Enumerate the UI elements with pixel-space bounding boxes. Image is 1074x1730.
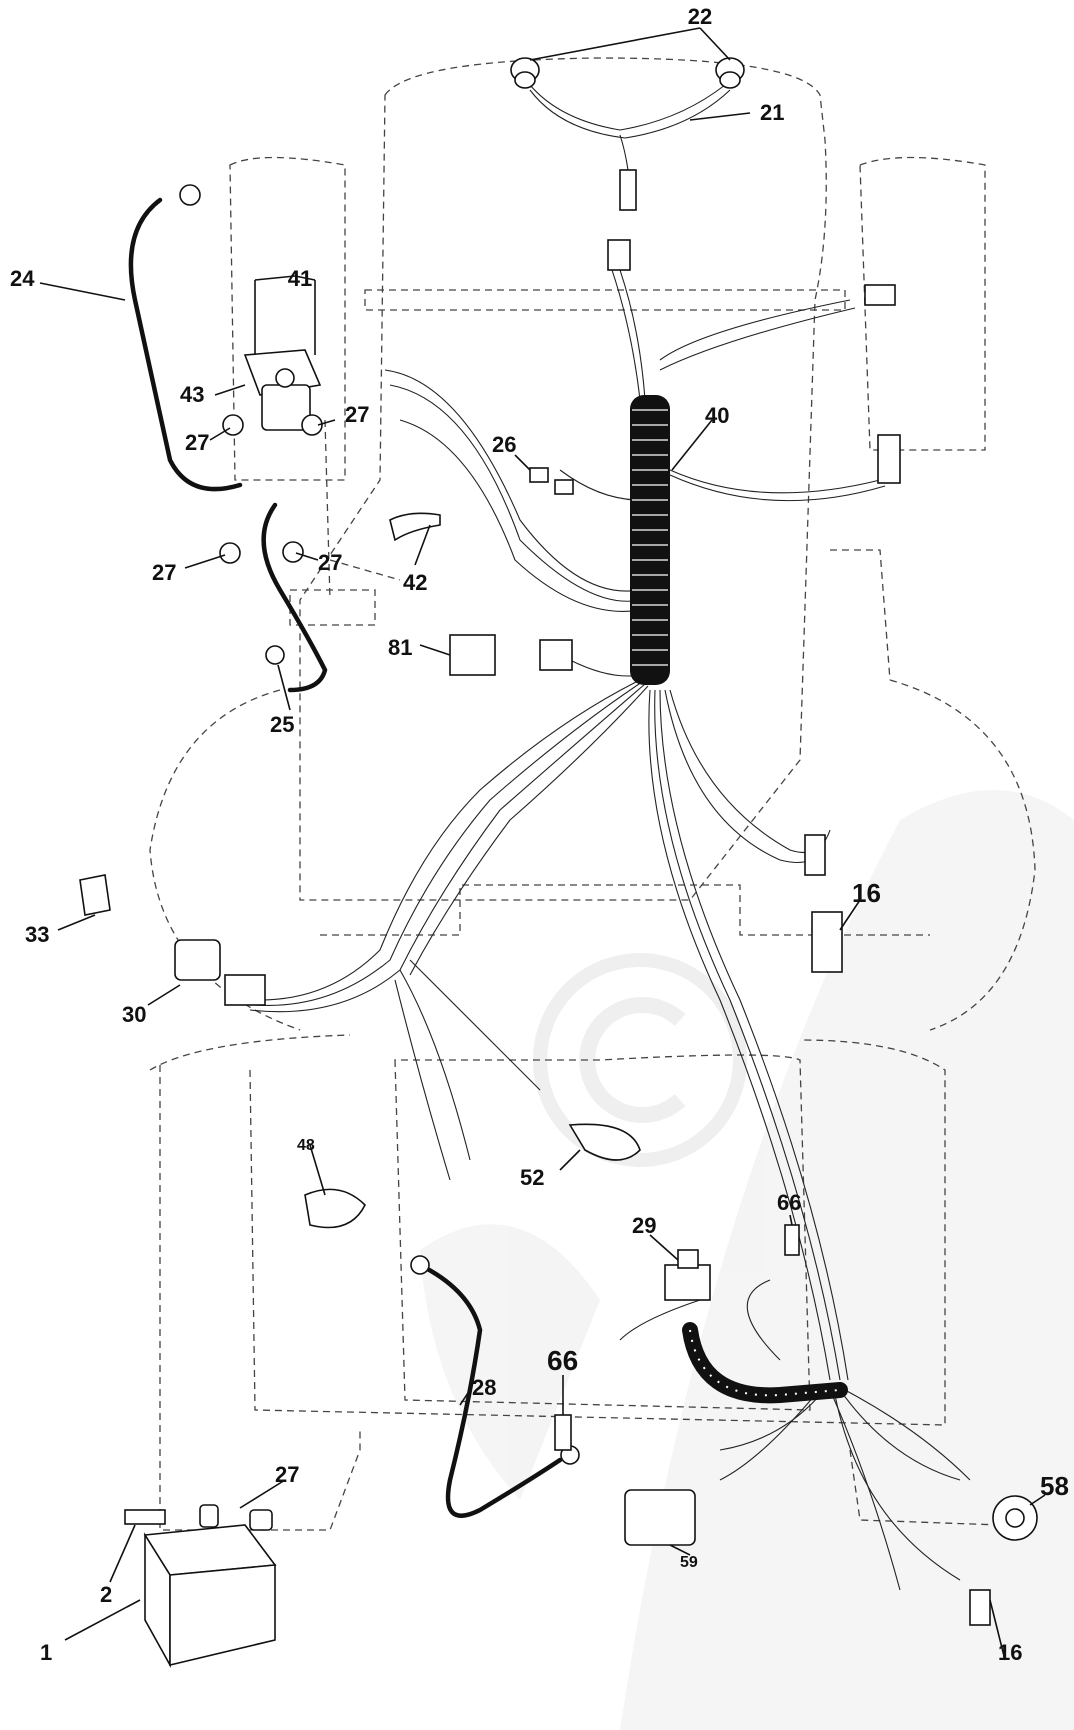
fuse-holder-26 bbox=[529, 467, 574, 495]
switch-52 bbox=[568, 1123, 641, 1161]
solenoid-43 bbox=[243, 280, 322, 431]
callout-27: 27 bbox=[152, 560, 176, 585]
tractor-outline bbox=[149, 57, 1036, 1531]
callout-58: 58 bbox=[1040, 1471, 1069, 1501]
callout-27: 27 bbox=[318, 550, 342, 575]
key-33 bbox=[79, 874, 111, 916]
switch-16 bbox=[811, 911, 843, 973]
callout-labels: 22 21 24 41 43 27 27 27 27 25 26 40 42 8… bbox=[10, 4, 1069, 1665]
leader-lines bbox=[39, 27, 1046, 1661]
callout-16: 16 bbox=[998, 1640, 1022, 1665]
callout-40: 40 bbox=[705, 403, 729, 428]
callout-43: 43 bbox=[180, 382, 204, 407]
callout-16: 16 bbox=[852, 878, 881, 908]
ring-terminal bbox=[265, 645, 285, 665]
nuts-27 bbox=[219, 414, 323, 564]
callout-26: 26 bbox=[492, 432, 516, 457]
ground-cable-28 bbox=[417, 1262, 563, 1518]
callout-81: 81 bbox=[388, 635, 412, 660]
starter-cable-25 bbox=[261, 502, 328, 693]
callout-24: 24 bbox=[10, 266, 35, 291]
ring-terminal bbox=[179, 184, 201, 206]
seat-switch-29 bbox=[664, 1249, 711, 1301]
callout-25: 25 bbox=[270, 712, 294, 737]
battery-1 bbox=[143, 1504, 277, 1669]
callout-1: 1 bbox=[40, 1640, 52, 1665]
callout-27: 27 bbox=[345, 402, 369, 427]
ring-terminal bbox=[410, 1255, 430, 1275]
side-connectors bbox=[539, 284, 991, 1626]
callout-21: 21 bbox=[760, 100, 784, 125]
callout-29: 29 bbox=[632, 1213, 656, 1238]
bolts-66 bbox=[554, 1224, 800, 1451]
callout-59: 59 bbox=[680, 1554, 698, 1571]
boot-42 bbox=[389, 512, 441, 542]
module-59 bbox=[624, 1489, 696, 1546]
callout-28: 28 bbox=[472, 1375, 496, 1400]
callout-48: 48 bbox=[297, 1137, 315, 1154]
callout-22: 22 bbox=[688, 4, 712, 29]
callout-30: 30 bbox=[122, 1002, 146, 1027]
terminal-bolt-2 bbox=[124, 1509, 166, 1525]
harness-loom-40 bbox=[630, 395, 670, 685]
rear-coil-loom bbox=[682, 1322, 848, 1404]
callout-66: 66 bbox=[547, 1345, 578, 1376]
ignition-switch-30 bbox=[174, 939, 266, 1006]
callout-66: 66 bbox=[777, 1190, 801, 1215]
callout-42: 42 bbox=[403, 570, 427, 595]
switch-48 bbox=[304, 1188, 366, 1229]
callout-27: 27 bbox=[185, 430, 209, 455]
callout-41: 41 bbox=[288, 266, 312, 291]
relay-81 bbox=[449, 634, 496, 676]
headlight-harness-21 bbox=[510, 57, 745, 271]
callout-2: 2 bbox=[100, 1582, 112, 1607]
battery-cable-24 bbox=[128, 197, 243, 492]
callout-52: 52 bbox=[520, 1165, 544, 1190]
grommet bbox=[1005, 1508, 1025, 1528]
callout-27: 27 bbox=[275, 1462, 299, 1487]
copyright-watermark bbox=[420, 790, 1074, 1730]
callout-33: 33 bbox=[25, 922, 49, 947]
